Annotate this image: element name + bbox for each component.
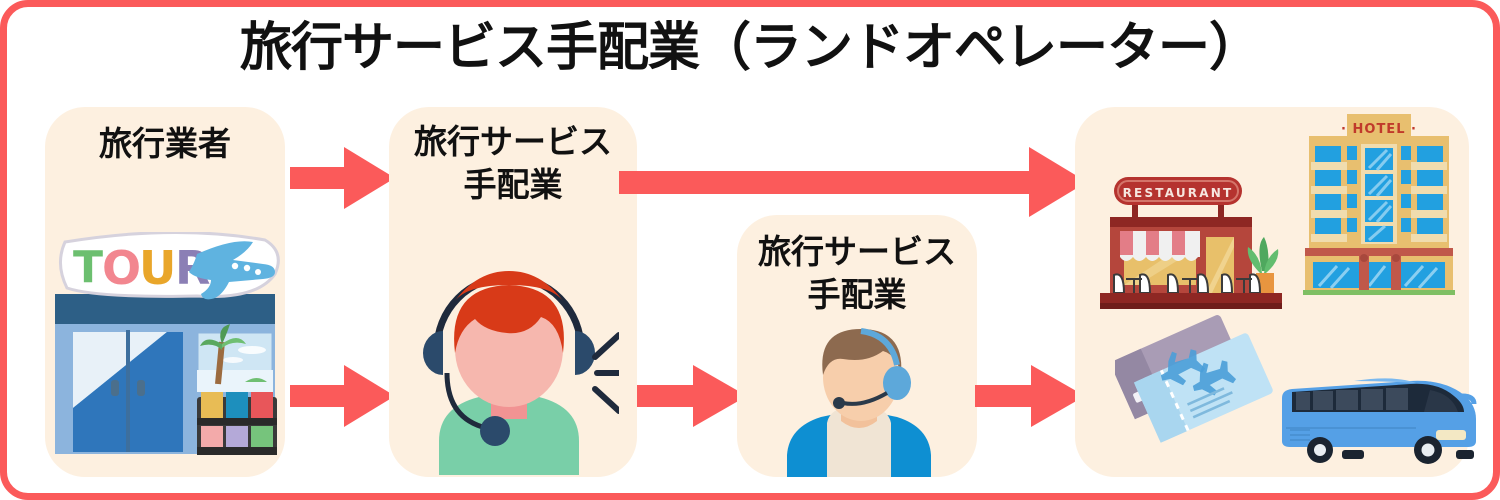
arrow-shaft [290, 167, 350, 189]
arrow-lo1-to-lo2 [637, 365, 747, 427]
panel-land-operator-1-label: 旅行サービス 手配業 [414, 123, 612, 203]
arrow-agent-to-lo1-bottom [290, 365, 395, 427]
restaurant-icon: RESTAURANT [1092, 175, 1290, 315]
arrow-lo2-to-suppliers [975, 365, 1085, 427]
arrow-lo1-to-suppliers [619, 147, 1087, 217]
arrow-head [344, 147, 395, 209]
hotel-icon: · HOTEL · [1303, 112, 1455, 297]
arrow-shaft [637, 385, 699, 407]
page-title: 旅行サービス手配業（ランドオペレーター） [239, 19, 1261, 77]
hotel-sign-text: · HOTEL · [1341, 122, 1417, 137]
call-operator-female-icon [409, 245, 628, 475]
arrow-shaft [975, 385, 1037, 407]
arrow-shaft [290, 385, 350, 407]
tour-bus-icon [1280, 370, 1480, 465]
svg-text:T: T [73, 242, 103, 293]
arrow-shaft [619, 171, 1034, 194]
panel-travel-agent-label: 旅行業者 [99, 125, 231, 162]
call-operator-male-icon [777, 327, 942, 477]
airline-tickets-icon [1109, 312, 1275, 462]
restaurant-sign-text: RESTAURANT [1123, 186, 1234, 200]
tour-shop-icon: T O U R [47, 230, 283, 467]
svg-text:O: O [102, 241, 141, 295]
arrow-agent-to-lo1-top [290, 147, 395, 209]
svg-text:U: U [139, 241, 176, 295]
arrow-head [344, 365, 395, 427]
panel-land-operator-2-label: 旅行サービス 手配業 [758, 233, 956, 313]
